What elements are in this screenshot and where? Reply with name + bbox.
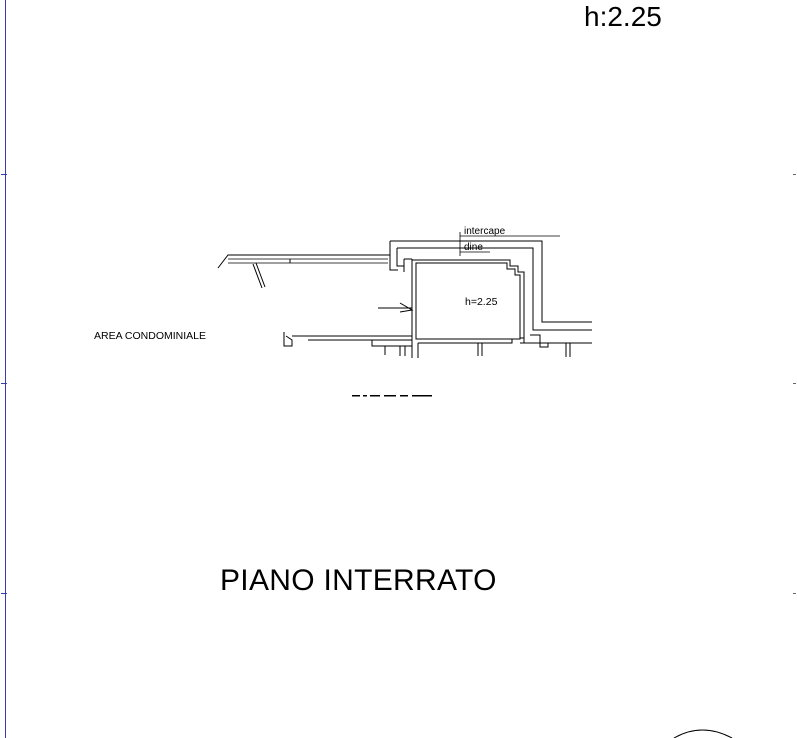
slanted-post: [252, 262, 266, 289]
top-boundary-wall: [217, 254, 390, 269]
north-arrow-icon: [673, 729, 733, 738]
sheet-border-line: [5, 0, 6, 738]
area-condominiale-label: AREA CONDOMINIALE: [94, 330, 207, 342]
floor-height-label: h:2.25: [584, 1, 662, 32]
drawing-title: PIANO INTERRATO: [220, 564, 497, 597]
outer-wall-inner-line: [397, 247, 592, 331]
border-tick: [793, 383, 796, 384]
bottom-boundary-wall: [283, 332, 412, 347]
interspace-label-continued: dine: [464, 242, 483, 253]
border-tick: [1, 174, 7, 175]
room-wall: [412, 259, 525, 342]
outer-wall-line: [390, 240, 592, 323]
border-tick: [793, 174, 796, 175]
border-tick: [1, 593, 7, 594]
border-tick: [1, 383, 7, 384]
border-tick: [793, 593, 796, 594]
room-inner-wall: [415, 262, 521, 340]
room-height-label: h=2.25: [465, 296, 498, 308]
interspace-label: intercape: [464, 226, 506, 237]
